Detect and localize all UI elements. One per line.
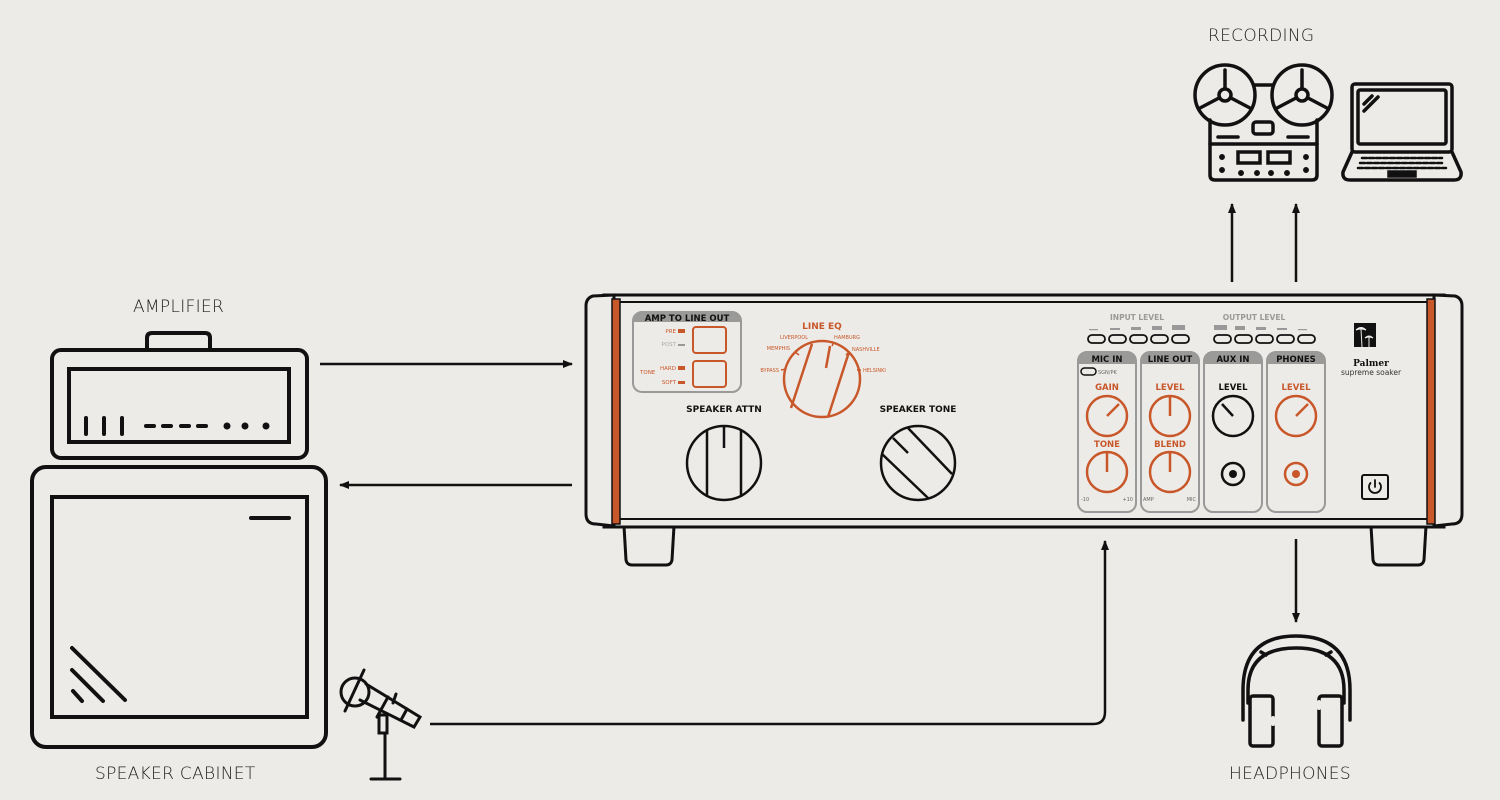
amplifier-icon — [50, 331, 309, 460]
brand-name: Palmer — [1353, 359, 1389, 369]
output-level-label: OUTPUT LEVEL — [1223, 313, 1286, 322]
tone-label: TONE — [1094, 440, 1120, 450]
blend-label: BLEND — [1154, 440, 1186, 450]
input-level-meter: INPUT LEVEL — [1087, 313, 1190, 344]
headphones-icon — [1241, 634, 1352, 748]
power-icon — [1368, 479, 1382, 494]
line-out-level-label: LEVEL — [1155, 383, 1185, 393]
line-eq-title: LINE EQ — [802, 322, 842, 332]
eq-pos-bypass: BYPASS — [760, 368, 779, 374]
mic-to-device-cable — [430, 540, 1109, 726]
line-out-title: LINE OUT — [1148, 355, 1193, 365]
line-out-level-knob[interactable] — [1148, 394, 1192, 438]
amp-to-line-out-section: AMP TO LINE OUT PRE POST TONE HARD SOFT — [632, 311, 742, 393]
speaker-tone-section: SPEAKER TONE — [879, 405, 957, 502]
phones-title: PHONES — [1276, 355, 1316, 365]
speaker-attn-knob[interactable] — [685, 424, 763, 502]
eq-pos-helsinki: HELSINKI — [863, 368, 886, 374]
amplifier-label: AMPLIFIER — [133, 297, 225, 317]
post-led — [678, 344, 685, 346]
hard-soft-switch[interactable] — [692, 360, 727, 388]
eq-pos-memphis: MEMPHIS — [767, 346, 790, 352]
tone-group-label: TONE — [639, 370, 656, 376]
blend-min-label: AMP — [1143, 497, 1154, 503]
model-name: supreme soaker — [1341, 368, 1402, 377]
line-out-section: LINE OUT LEVEL BLEND AMP MIC — [1140, 351, 1200, 513]
aux-in-jack[interactable] — [1220, 461, 1246, 487]
microphone-icon — [339, 668, 423, 781]
gain-label: GAIN — [1095, 383, 1119, 393]
blend-max-label: MIC — [1187, 497, 1197, 503]
speaker-cabinet-label: SPEAKER CABINET — [95, 764, 256, 784]
phones-jack[interactable] — [1283, 461, 1309, 487]
pre-led — [678, 329, 685, 333]
line-eq-knob[interactable] — [780, 339, 862, 419]
laptop-icon — [1341, 82, 1463, 182]
hard-led — [678, 366, 685, 370]
mic-in-section: MIC IN SGN/PK GAIN TONE -10 +10 — [1077, 351, 1137, 513]
device-chassis — [584, 293, 1464, 567]
pre-post-switch[interactable] — [692, 326, 727, 354]
phones-level-label: LEVEL — [1281, 383, 1311, 393]
speaker-attn-section: SPEAKER ATTN — [685, 405, 763, 502]
input-level-label: INPUT LEVEL — [1110, 313, 1164, 322]
aux-in-level-knob[interactable] — [1211, 394, 1255, 438]
soft-label: SOFT — [662, 380, 677, 386]
sgn-pk-label: SGN/PK — [1098, 370, 1117, 376]
phones-section: PHONES LEVEL — [1266, 351, 1326, 513]
sgn-pk-led — [1080, 367, 1097, 376]
blend-knob[interactable] — [1148, 450, 1192, 494]
tape-recorder-icon — [1193, 63, 1334, 182]
eq-pos-liverpool: LIVERPOOL — [780, 335, 808, 341]
power-button[interactable] — [1361, 474, 1389, 500]
speaker-attn-label: SPEAKER ATTN — [686, 405, 762, 415]
eq-pos-hamburg: HAMBURG — [834, 335, 860, 341]
speaker-cabinet-icon — [30, 465, 328, 749]
gain-knob[interactable] — [1085, 394, 1129, 438]
mic-tone-knob[interactable] — [1085, 450, 1129, 494]
output-level-meter: OUTPUT LEVEL — [1213, 313, 1316, 344]
amp-to-line-out-title: AMP TO LINE OUT — [645, 314, 730, 324]
mic-in-title: MIC IN — [1091, 355, 1122, 365]
phones-level-knob[interactable] — [1274, 394, 1318, 438]
post-label: POST — [662, 342, 677, 348]
headphones-label: HEADPHONES — [1229, 764, 1351, 784]
speaker-tone-label: SPEAKER TONE — [880, 405, 957, 415]
palmer-logo: Palmer supreme soaker — [1341, 323, 1402, 377]
line-eq-section: LINE EQ BYPASS MEMPHIS LIVERPOOL HAMBURG… — [760, 322, 886, 419]
pre-label: PRE — [665, 329, 676, 335]
tone-max-label: +10 — [1122, 497, 1133, 503]
eq-pos-nashville: NASHVILLE — [852, 347, 880, 353]
signal-lines — [320, 203, 1300, 726]
aux-in-section: AUX IN LEVEL — [1203, 351, 1263, 513]
palm-tree-icon — [1355, 327, 1374, 348]
aux-in-level-label: LEVEL — [1218, 383, 1248, 393]
recording-label: RECORDING — [1208, 26, 1315, 46]
aux-in-title: AUX IN — [1216, 355, 1249, 365]
hard-label: HARD — [660, 366, 676, 372]
soft-led — [678, 381, 685, 384]
speaker-tone-knob[interactable] — [879, 424, 957, 502]
tone-min-label: -10 — [1081, 497, 1089, 503]
